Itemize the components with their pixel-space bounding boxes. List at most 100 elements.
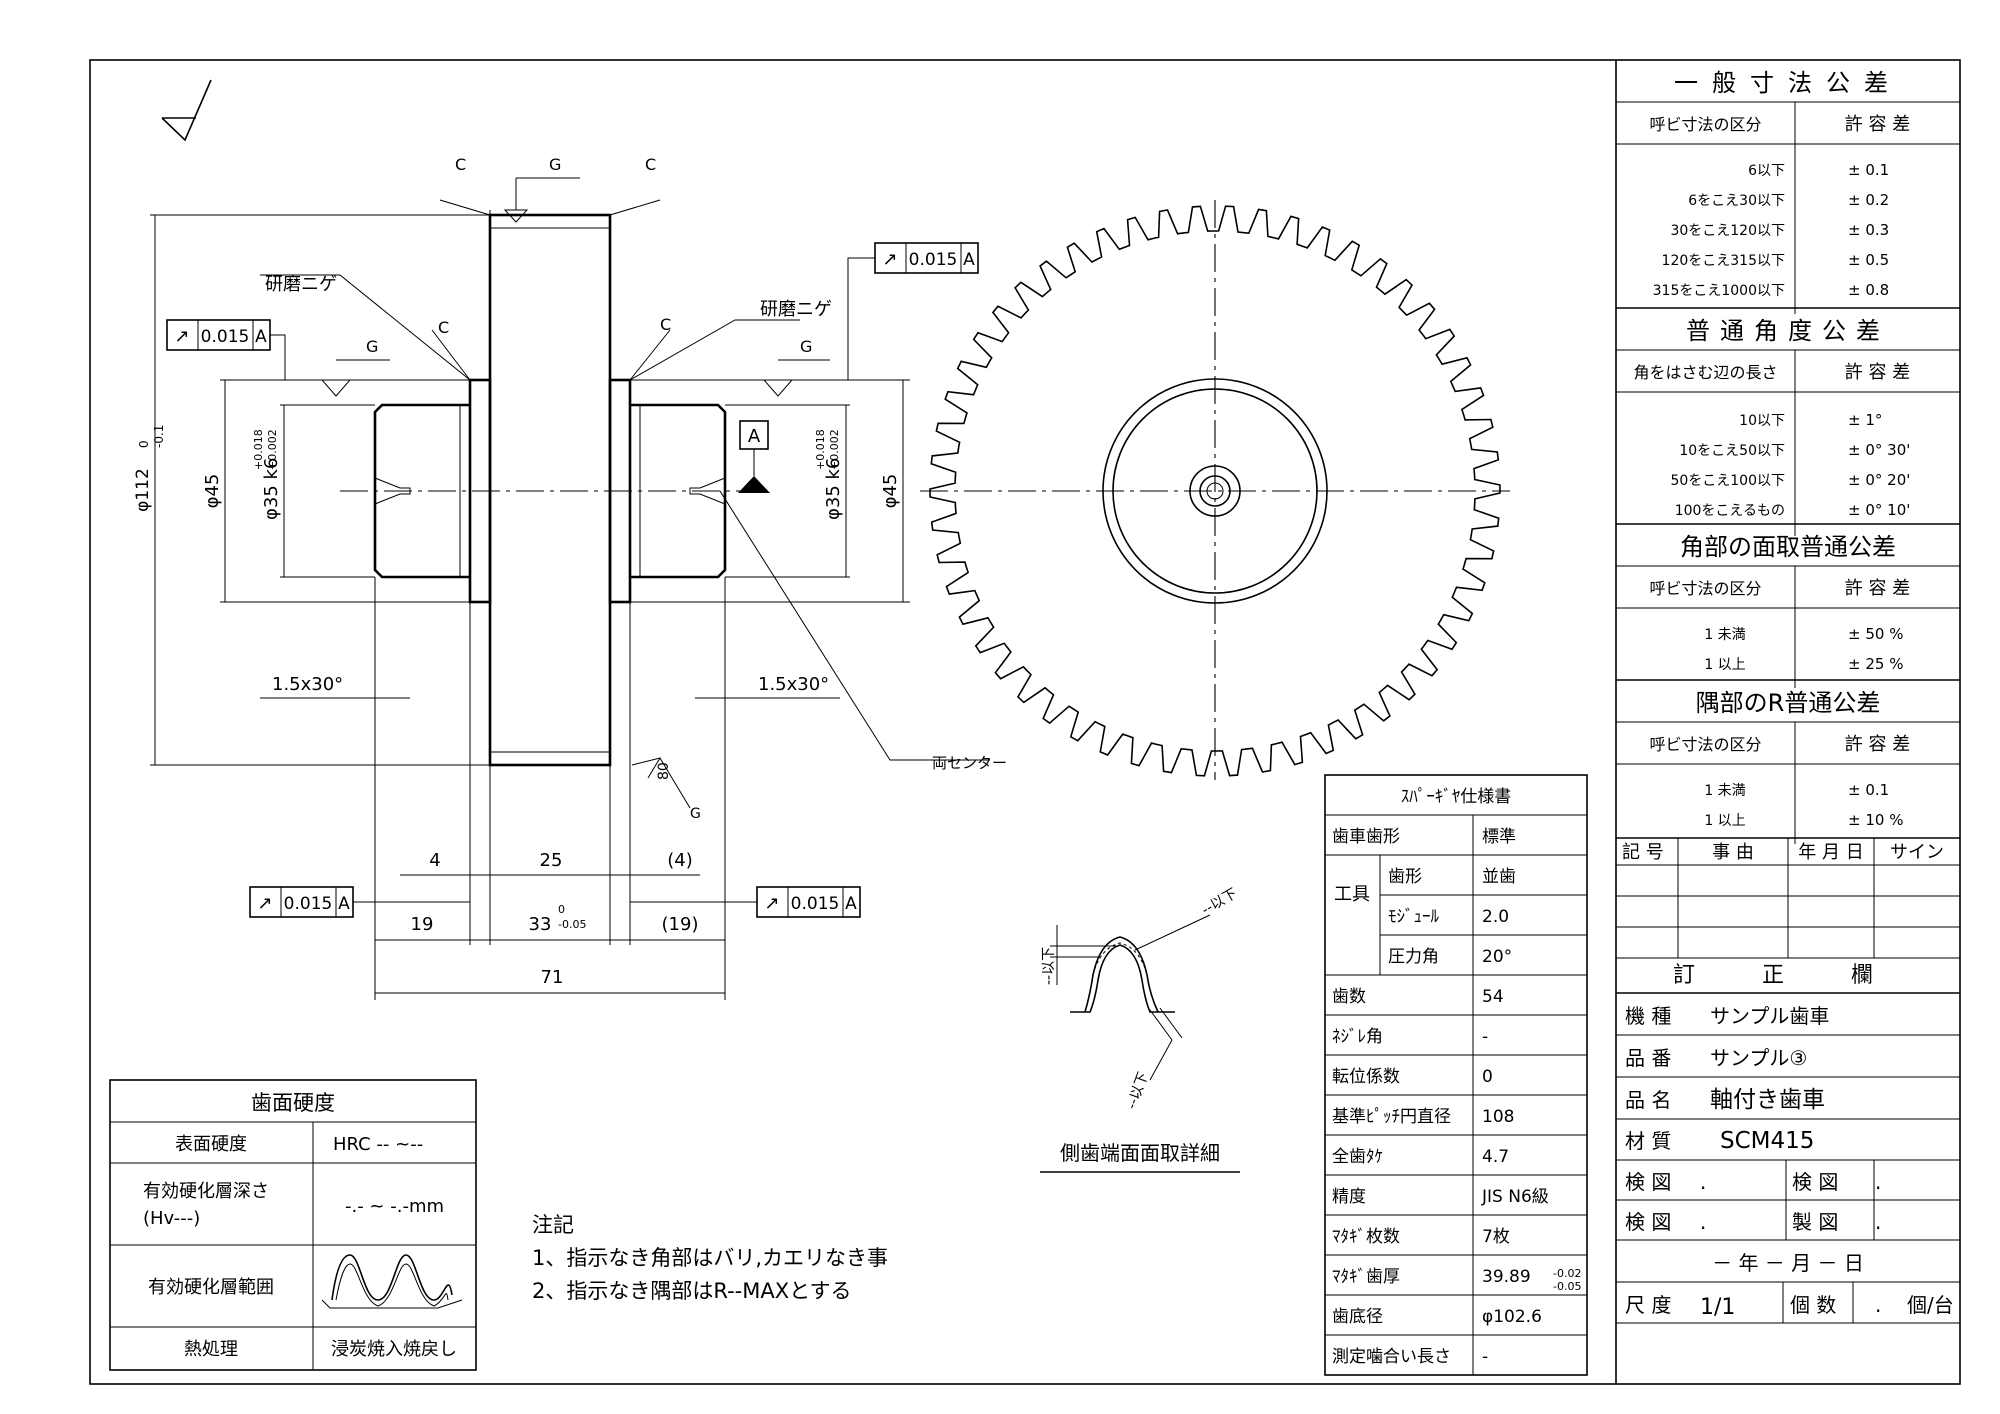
spec-title: ｽﾊﾟｰｷﾞﾔ仕様書 — [1401, 787, 1512, 807]
spec-row-label: 転位係数 — [1332, 1067, 1400, 1087]
revision-title: 訂 正 欄 — [1673, 963, 1903, 988]
tolerance-col-header: 角をはさむ辺の長さ — [1633, 363, 1777, 382]
runout-datum: A — [963, 250, 975, 270]
spec-row-label: 圧力角 — [1388, 947, 1439, 967]
surface-finish-symbol — [161, 79, 212, 142]
tolerance-range: 100をこえるもの — [1675, 503, 1785, 519]
dim-4-ref: (4) — [667, 850, 693, 871]
tolerance-range: 6以下 — [1748, 163, 1785, 179]
front-view-labels: 研磨ニゲ 研磨ニゲ G G G C C C C A 両センター 80 G φ11… — [133, 155, 1007, 988]
tolerance-range: 315をこえ1000以下 — [1653, 283, 1785, 299]
tolerance-value: ± 0.5 — [1848, 251, 1889, 269]
spec-row-value: 標準 — [1482, 827, 1516, 847]
dim-outer-tol-lower: -0.1 — [152, 425, 166, 448]
check3-value: . — [1700, 1210, 1706, 1234]
tolerance-col-header: 許 容 差 — [1845, 114, 1910, 135]
finish-label-left: G — [366, 337, 378, 356]
tolerance-title: 角部の面取普通公差 — [1680, 533, 1896, 561]
tolerance-range: 50をこえ100以下 — [1670, 473, 1785, 489]
dim-outer-diameter: φ112 — [133, 468, 153, 512]
spec-row-label: 測定噛合い長さ — [1332, 1347, 1451, 1367]
runout-datum: A — [338, 894, 350, 914]
center-hole-label: 両センター — [932, 754, 1007, 772]
runout-symbol: ↗ — [882, 249, 897, 270]
dim-outer-tol-upper: 0 — [137, 440, 151, 448]
grind-label-right: 研磨ニゲ — [760, 299, 832, 320]
spec-row-label: ﾈｼﾞﾚ角 — [1332, 1027, 1383, 1047]
dim-33: 33 — [529, 914, 552, 935]
tolerance-value: ± 0° 20' — [1848, 471, 1910, 489]
dim-33-lower: -0.05 — [558, 918, 586, 931]
made-value: . — [1875, 1210, 1881, 1234]
spec-row-label: ﾏﾀｷﾞ歯厚 — [1332, 1267, 1400, 1287]
spec-row-value: 7枚 — [1482, 1227, 1510, 1247]
made-label: 製 図 — [1792, 1210, 1838, 1234]
dim-journal-left: φ35 k6 — [261, 458, 282, 520]
runout-symbol: ↗ — [174, 326, 189, 347]
rev-header: 年 月 日 — [1798, 842, 1863, 863]
tolerance-value: ± 0° 10' — [1848, 501, 1910, 519]
chamfer-label-tr: C — [645, 155, 656, 174]
spec-row-value: 54 — [1482, 987, 1504, 1007]
dim-chamfer-left: 1.5x30° — [272, 674, 343, 695]
tolerance-col-header: 許 容 差 — [1845, 578, 1910, 599]
qty-unit: 個/台 — [1907, 1293, 1954, 1317]
tolerance-title: 隅部のR普通公差 — [1696, 689, 1881, 717]
tolerance-range: 1 以上 — [1704, 657, 1745, 673]
grind-label-left: 研磨ニゲ — [265, 274, 337, 295]
notes-title: 注記 — [532, 1213, 574, 1237]
spec-row-value: 2.0 — [1482, 907, 1509, 927]
hardness-table — [109, 1079, 477, 1371]
chamfer-label-ml: C — [438, 318, 449, 337]
chamfer-label-tl: C — [455, 155, 466, 174]
part-no-value: サンプル③ — [1710, 1046, 1807, 1070]
part-no-label: 品 番 — [1625, 1046, 1671, 1070]
hardness-table-text: 歯面硬度 表面硬度 HRC -- ~-- 有効硬化層深さ (Hv---) -.-… — [143, 1091, 457, 1360]
check1-label: 検 図 — [1625, 1170, 1671, 1194]
spec-row-label: ﾓｼﾞｭｰﾙ — [1388, 907, 1439, 927]
spec-row-label: 全歯ﾀｹ — [1332, 1147, 1383, 1167]
spec-row-value: JIS N6級 — [1481, 1187, 1549, 1207]
gear-side-view — [920, 200, 1510, 780]
check2-label: 検 図 — [1792, 1170, 1838, 1194]
spec-row-label: 歯数 — [1332, 987, 1366, 1007]
tolerance-col-header: 許 容 差 — [1845, 362, 1910, 383]
tolerance-title: 一般寸法公差 — [1674, 69, 1902, 97]
machine-label: 機 種 — [1625, 1004, 1671, 1028]
tooth-max-bottom: --以下 — [1124, 1070, 1152, 1111]
check3-label: 検 図 — [1625, 1210, 1671, 1234]
finish-label-right: G — [800, 337, 812, 356]
dim-19: 19 — [411, 914, 434, 935]
chamfer-label-mr: C — [660, 315, 671, 334]
dim-journal-left-lower: +0.002 — [266, 429, 279, 470]
spec-tool-group: 工具 — [1334, 884, 1370, 905]
spec-row-label: 歯底径 — [1332, 1307, 1383, 1327]
hardness-row-label: 熱処理 — [184, 1339, 238, 1360]
tolerance-value: ± 1° — [1848, 411, 1882, 429]
spec-row-value: 4.7 — [1482, 1147, 1509, 1167]
tolerance-col-header: 許 容 差 — [1845, 734, 1910, 755]
tolerance-block-text: 一般寸法公差呼ビ寸法の区分許 容 差6以下± 0.16をこえ30以下± 0.23… — [1633, 69, 1910, 829]
tolerance-value: ± 0.8 — [1848, 281, 1889, 299]
hardness-row-label: 有効硬化層範囲 — [148, 1277, 274, 1298]
tolerance-range: 120をこえ315以下 — [1662, 253, 1785, 269]
tolerance-value: ± 0.2 — [1848, 191, 1889, 209]
rev-header: 記 号 — [1622, 842, 1664, 863]
title-block-text: 記 号 事 由 年 月 日 サイン 訂 正 欄 機 種 サンプル歯車 品 番 サ… — [1622, 842, 1954, 1320]
spec-tol-upper: -0.02 — [1553, 1267, 1581, 1280]
finish-label-top: G — [549, 155, 561, 174]
hardness-row-value: -.- ~ -.-mm — [345, 1196, 444, 1217]
hardness-title: 歯面硬度 — [251, 1091, 335, 1115]
tooth-detail-labels: --以下 --以下 --以下 側歯端面面取詳細 — [1041, 886, 1240, 1165]
tolerance-title: 普通角度公差 — [1686, 317, 1890, 345]
spec-row-value: 0 — [1482, 1067, 1493, 1087]
dim-33-upper: 0 — [558, 903, 565, 916]
tolerance-range: 1 以上 — [1704, 813, 1745, 829]
runout-symbol: ↗ — [257, 893, 272, 914]
dim-chamfer-right: 1.5x30° — [758, 674, 829, 695]
spec-row-label: ﾏﾀｷﾞ枚数 — [1332, 1227, 1400, 1247]
tolerance-range: 30をこえ120以下 — [1670, 223, 1785, 239]
name-value: 軸付き歯車 — [1710, 1087, 1825, 1113]
runout-value: 0.015 — [284, 894, 333, 914]
